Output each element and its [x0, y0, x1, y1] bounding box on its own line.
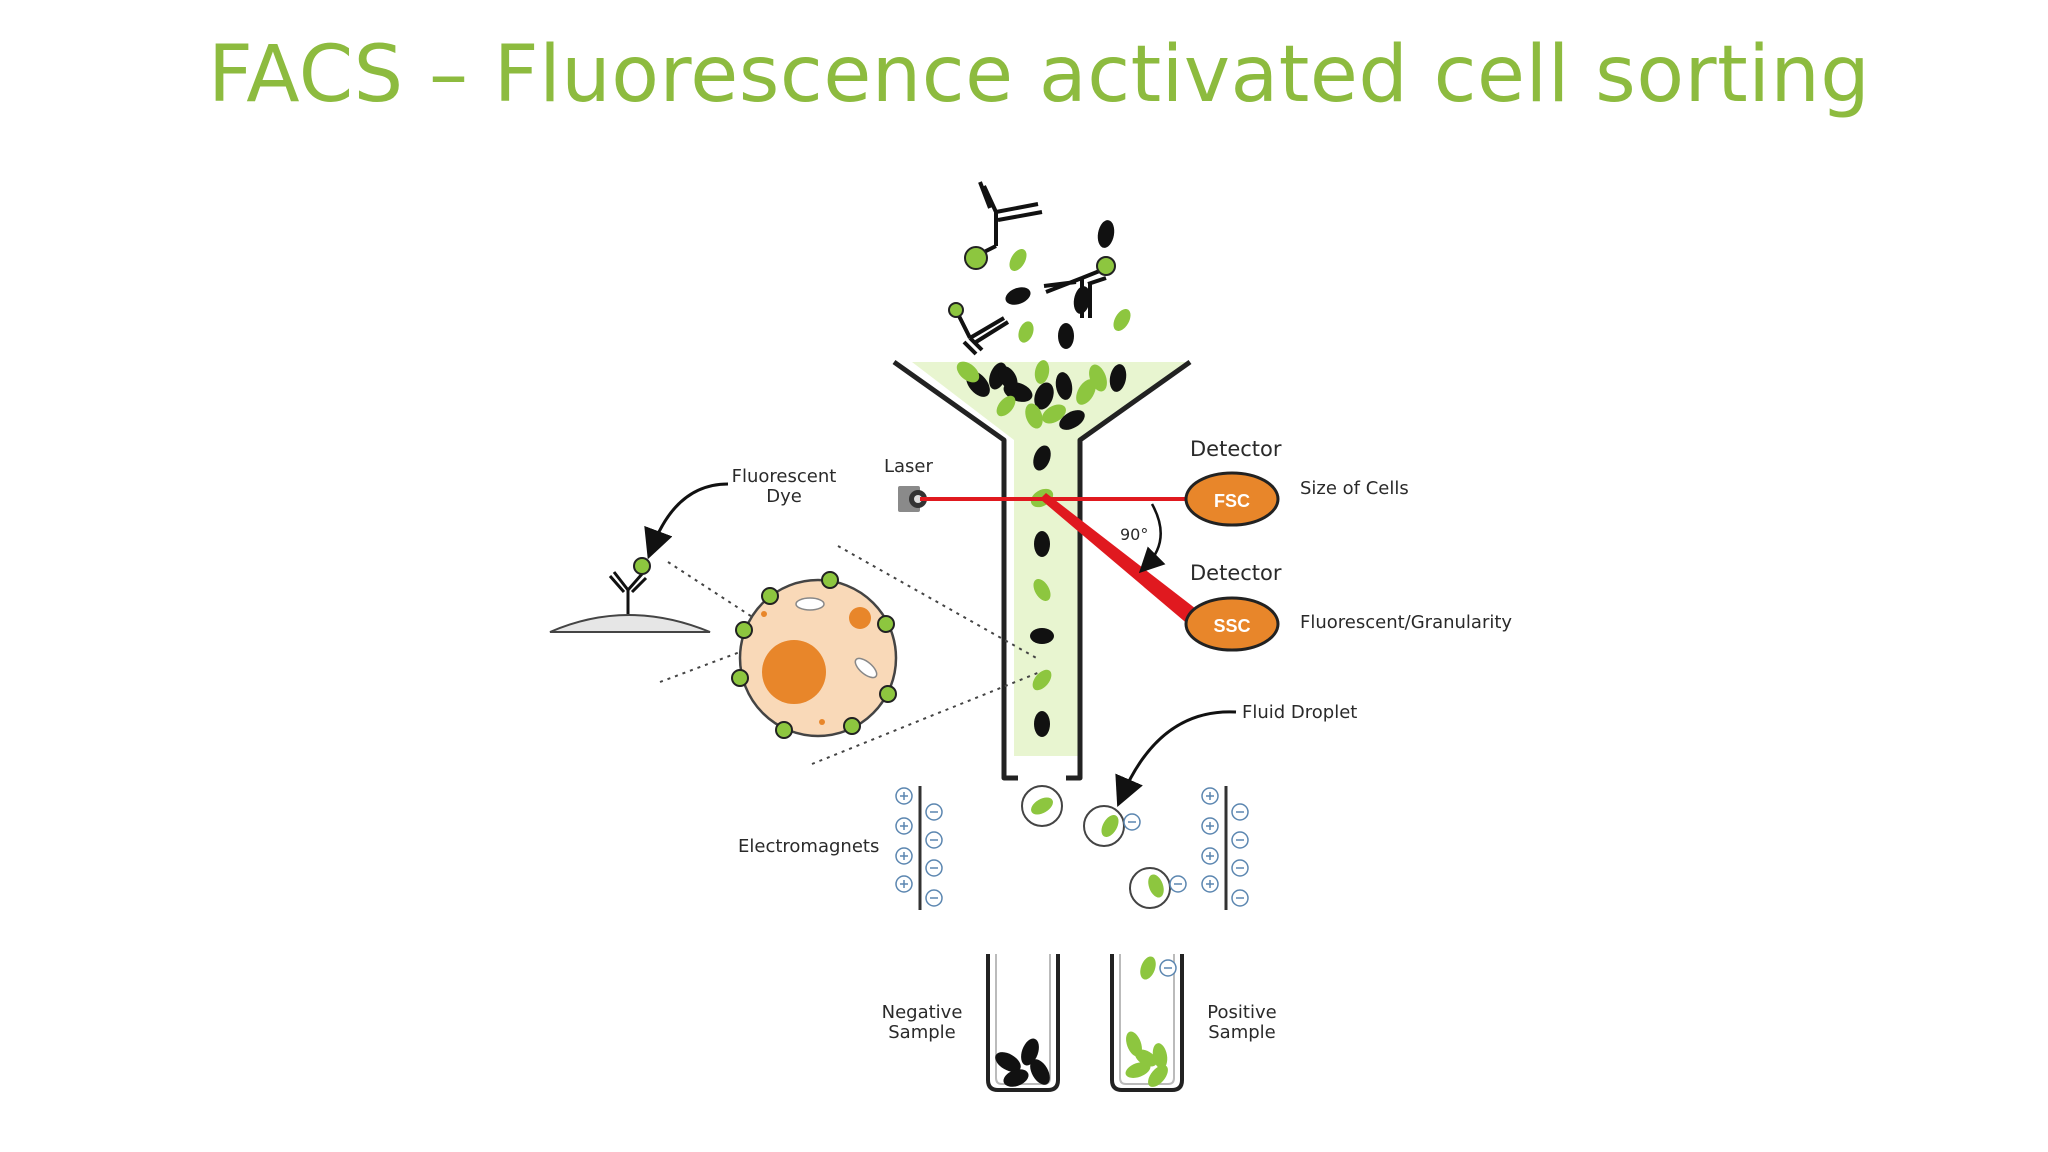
fsc-label: FSC [1214, 491, 1250, 511]
size-of-cells-label: Size of Cells [1300, 478, 1409, 499]
negative-sample-label-1: Negative [882, 1002, 963, 1023]
electromagnet-left [895, 786, 943, 910]
antibody-right-dye [1096, 256, 1116, 276]
droplet-arrow [1115, 710, 1237, 808]
detector-top-label: Detector [1190, 437, 1282, 461]
flow-funnel [892, 359, 1192, 781]
fsc-detector [1184, 471, 1280, 527]
positive-sample-label-2: Sample [1208, 1022, 1276, 1043]
laser-label: Laser [884, 456, 934, 477]
fluorescent-dye-label-2: Dye [766, 486, 802, 507]
fluorescent-granularity-label: Fluorescent/Granularity [1300, 612, 1512, 633]
antibody-left-dye [948, 302, 964, 318]
droplet-center [1021, 785, 1063, 827]
page-title: FACS – Fluorescence activated cell sorti… [208, 30, 1871, 120]
electromagnet-right [1201, 786, 1249, 910]
angle-label: 90° [1120, 525, 1148, 544]
membrane-antibody [608, 571, 648, 614]
droplet-charged-2 [1129, 867, 1187, 909]
antibody-top-dye [964, 246, 988, 270]
laser-device [898, 486, 927, 512]
membrane-dye [633, 557, 651, 575]
electromagnets-label: Electromagnets [738, 836, 879, 857]
funnel-fill [912, 362, 1186, 756]
funnel-cells [956, 360, 1127, 430]
funnel-right-wall [1066, 359, 1192, 781]
ssc-detector [1184, 596, 1280, 652]
antibody-top [975, 181, 1043, 258]
angle-arc [1138, 503, 1166, 574]
side-scatter-beam [1040, 493, 1200, 626]
fluid-droplet-label: Fluid Droplet [1242, 702, 1357, 723]
large-cell [731, 571, 898, 739]
cell-membrane [549, 614, 711, 633]
nucleus [762, 640, 826, 704]
fluorescent-dye-label-1: Fluorescent [732, 466, 837, 487]
dye-arrow [644, 482, 729, 560]
negative-sample-label-2: Sample [888, 1022, 956, 1043]
positive-sample-tube [1110, 954, 1184, 1092]
antibody-right [1043, 268, 1107, 318]
negative-sample-tube [986, 954, 1060, 1092]
antibody-left [956, 313, 1010, 356]
ssc-label: SSC [1213, 616, 1250, 636]
droplet-charged-1 [1083, 805, 1141, 847]
funnel-left-wall [892, 359, 1018, 781]
magnification-lines [659, 545, 1041, 765]
positive-sample-label-1: Positive [1207, 1002, 1276, 1023]
detector-bottom-label: Detector [1190, 561, 1282, 585]
